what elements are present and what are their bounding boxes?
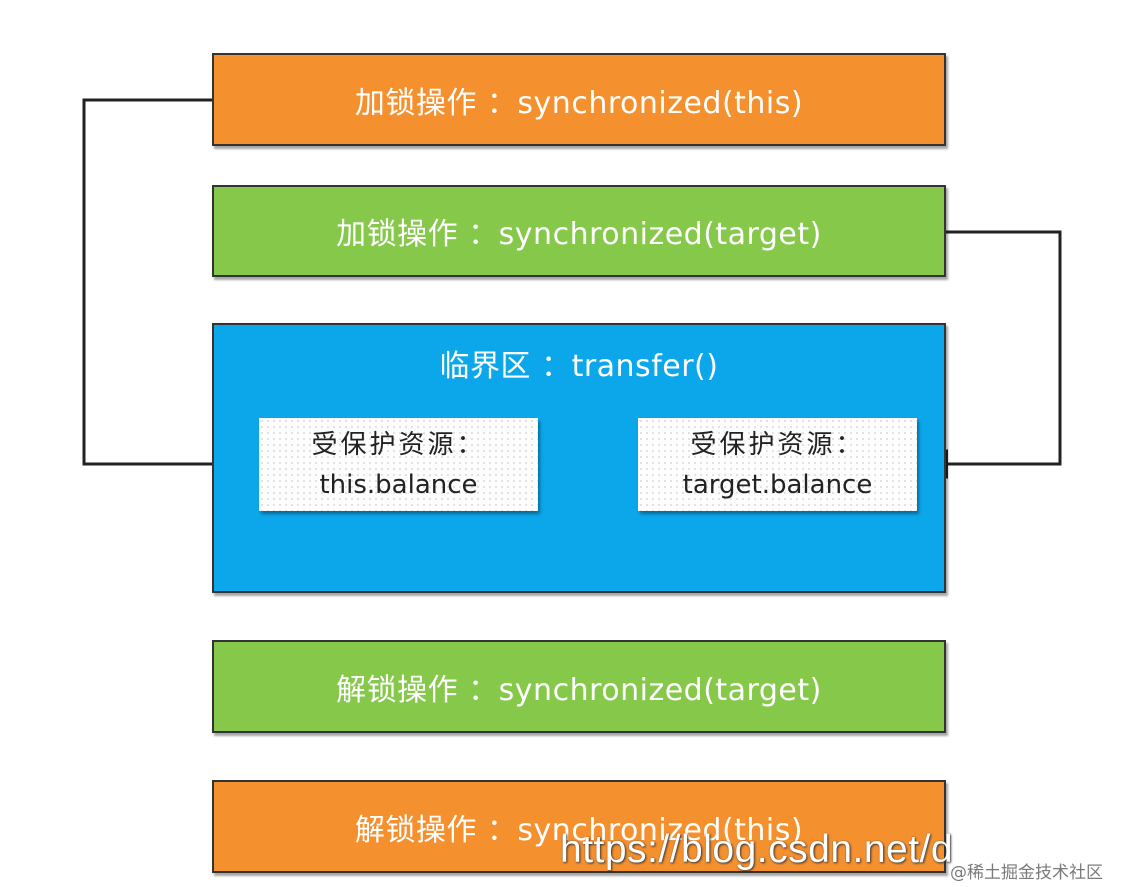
lock-this-box: 加锁操作 ：synchronized(this) — [212, 53, 946, 146]
watermark-url: https://blog.csdn.net/d — [560, 828, 954, 871]
protected-resource-target: 受保护资源： target.balance — [638, 418, 917, 511]
protected-resource-this: 受保护资源： this.balance — [259, 418, 538, 511]
protected-resource-target-value: target.balance — [682, 469, 873, 500]
protected-resource-target-label: 受保护资源： — [690, 429, 865, 460]
unlock-this-label: 解锁操作 ：synchronized(this) — [354, 812, 804, 848]
critical-section-label: 临界区 ：transfer() — [439, 349, 719, 384]
unlock-this-box: 解锁操作 ：synchronized(this) — [212, 780, 946, 873]
lock-target-label: 加锁操作 ：synchronized(target) — [336, 217, 822, 252]
lock-this-label: 加锁操作 ：synchronized(this) — [354, 85, 804, 121]
protected-resource-this-value: this.balance — [319, 469, 478, 500]
unlock-target-box: 解锁操作 ：synchronized(target) — [212, 640, 946, 733]
watermark-community: @稀土掘金技术社区 — [950, 863, 1103, 883]
protected-resource-this-label: 受保护资源： — [311, 429, 486, 460]
unlock-target-label: 解锁操作 ：synchronized(target) — [336, 672, 822, 708]
lock-target-box: 加锁操作 ：synchronized(target) — [212, 185, 946, 277]
